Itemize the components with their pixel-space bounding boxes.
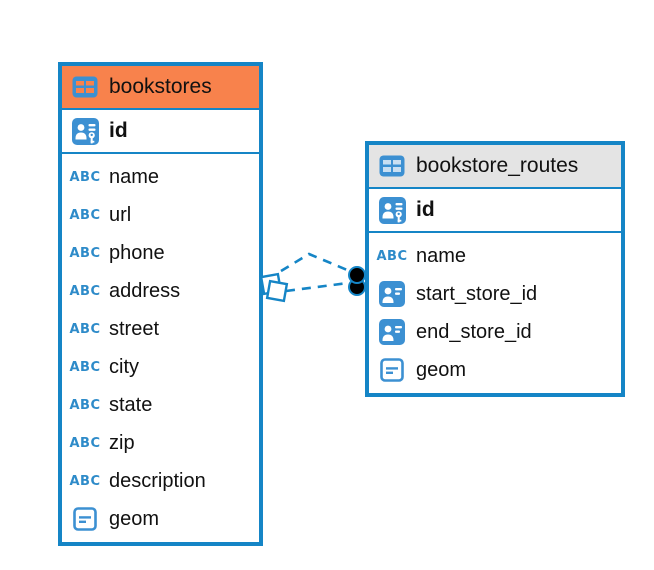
relationship-line-end-store[interactable] — [285, 281, 349, 293]
column-row-description[interactable]: ABC description — [62, 462, 259, 500]
primary-key-label: id — [109, 119, 128, 142]
column-row-state[interactable]: ABC state — [62, 386, 259, 424]
primary-key-label: id — [416, 198, 435, 221]
text-type-glyph: ABC — [69, 169, 101, 185]
column-label: name — [109, 165, 160, 188]
entity-title: bookstores — [109, 75, 212, 98]
column-label: phone — [109, 241, 165, 264]
text-type-icon: ABC — [69, 245, 101, 261]
column-label: zip — [109, 431, 135, 454]
column-row-name[interactable]: ABC name — [62, 158, 259, 196]
table-icon — [377, 155, 407, 177]
column-row-address[interactable]: ABC address — [62, 272, 259, 310]
text-type-glyph: ABC — [69, 397, 101, 413]
text-type-icon: ABC — [69, 473, 101, 489]
text-type-icon: ABC — [69, 435, 101, 451]
text-type-icon: ABC — [69, 397, 101, 413]
primary-key-icon — [377, 196, 407, 224]
column-label: url — [109, 203, 132, 226]
primary-key-icon — [70, 117, 100, 145]
column-label: description — [109, 469, 206, 492]
text-type-icon: ABC — [69, 359, 101, 375]
foreign-key-icon — [377, 319, 407, 345]
text-type-glyph: ABC — [69, 359, 101, 375]
table-icon — [70, 76, 100, 98]
column-row-name[interactable]: ABC name — [369, 237, 621, 275]
column-label: geom — [416, 358, 467, 381]
text-type-glyph: ABC — [69, 321, 101, 337]
column-row-geom[interactable]: geom — [62, 500, 259, 538]
column-label: end_store_id — [416, 320, 532, 343]
text-type-glyph: ABC — [376, 248, 408, 264]
entity-title: bookstore_routes — [416, 154, 579, 177]
text-type-glyph: ABC — [69, 435, 101, 451]
column-label: start_store_id — [416, 282, 538, 305]
column-row-geom[interactable]: geom — [369, 351, 621, 389]
column-label: address — [109, 279, 181, 302]
primary-key-row[interactable]: id — [369, 189, 621, 233]
column-label: name — [416, 244, 467, 267]
column-label: state — [109, 393, 153, 416]
column-row-url[interactable]: ABC url — [62, 196, 259, 234]
text-type-glyph: ABC — [69, 473, 101, 489]
text-type-icon: ABC — [69, 321, 101, 337]
columns-list: ABC name start_store_id end_store_id geom — [369, 233, 621, 393]
relationship-line-start-store[interactable] — [280, 252, 353, 274]
column-label: geom — [109, 507, 160, 530]
geometry-type-icon — [377, 358, 407, 382]
text-type-icon: ABC — [69, 207, 101, 223]
column-row-end_store_id[interactable]: end_store_id — [369, 313, 621, 351]
column-row-phone[interactable]: ABC phone — [62, 234, 259, 272]
text-type-glyph: ABC — [69, 283, 101, 299]
column-row-city[interactable]: ABC city — [62, 348, 259, 386]
text-type-icon: ABC — [69, 283, 101, 299]
geometry-type-icon — [70, 507, 100, 531]
column-row-start_store_id[interactable]: start_store_id — [369, 275, 621, 313]
text-type-icon: ABC — [376, 248, 408, 264]
column-label: street — [109, 317, 160, 340]
column-label: city — [109, 355, 139, 378]
column-row-zip[interactable]: ABC zip — [62, 424, 259, 462]
column-row-street[interactable]: ABC street — [62, 310, 259, 348]
primary-key-row[interactable]: id — [62, 110, 259, 154]
text-type-glyph: ABC — [69, 207, 101, 223]
many-end-diamond-marker — [259, 272, 289, 303]
foreign-key-icon — [377, 281, 407, 307]
entity-header[interactable]: bookstore_routes — [369, 145, 621, 189]
text-type-glyph: ABC — [69, 245, 101, 261]
one-end-dot-marker — [348, 266, 366, 296]
entity-header[interactable]: bookstores — [62, 66, 259, 110]
text-type-icon: ABC — [69, 169, 101, 185]
